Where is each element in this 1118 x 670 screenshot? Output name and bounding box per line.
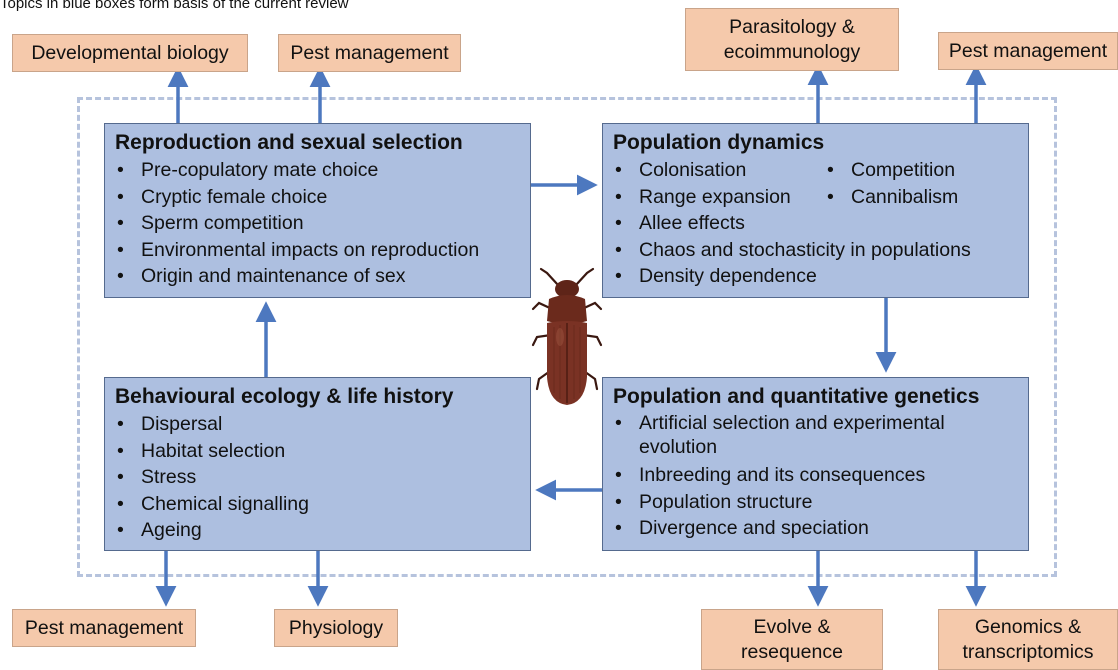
population-dynamics-column-left: Colonisation Range expansion [613, 157, 825, 210]
list-item: Range expansion [613, 184, 825, 211]
parasitology-ecoimmunology-box: Parasitology & ecoimmunology [685, 8, 899, 71]
list-item: Chemical signalling [115, 491, 520, 518]
list-item: Population structure [613, 489, 1018, 516]
list-item: Allee effects [613, 210, 1018, 237]
list-item: Chaos and stochasticity in populations [613, 237, 1018, 264]
list-item: Habitat selection [115, 438, 520, 465]
population-dynamics-topic-list: Allee effects Chaos and stochasticity in… [613, 210, 1018, 290]
reproduction-title: Reproduction and sexual selection [115, 130, 520, 156]
pest-management-top-left-box: Pest management [278, 34, 461, 72]
list-item: Divergence and speciation [613, 515, 1018, 542]
physiology-box: Physiology [274, 609, 398, 647]
beetle-illustration [527, 265, 607, 410]
population-genetics-box: Population and quantitative genetics Art… [602, 377, 1029, 551]
reproduction-topic-list: Pre-copulatory mate choice Cryptic femal… [115, 157, 520, 290]
list-item: Sperm competition [115, 210, 520, 237]
genetics-topic-list: Artificial selection and experimental ev… [613, 411, 1018, 542]
behavioural-topic-list: Dispersal Habitat selection Stress Chemi… [115, 411, 520, 544]
behavioural-ecology-title: Behavioural ecology & life history [115, 384, 520, 410]
population-dynamics-column-right: Competition Cannibalism [825, 157, 958, 210]
list-item: Stress [115, 464, 520, 491]
population-dynamics-box: Population dynamics Colonisation Range e… [602, 123, 1029, 298]
population-dynamics-columns: Colonisation Range expansion Competition… [613, 157, 1018, 210]
list-item: Ageing [115, 517, 520, 544]
list-item: Competition [825, 157, 958, 184]
population-dynamics-title: Population dynamics [613, 130, 1018, 156]
pest-management-bottom-box: Pest management [12, 609, 196, 647]
list-item: Inbreeding and its consequences [613, 462, 1018, 489]
behavioural-ecology-box: Behavioural ecology & life history Dispe… [104, 377, 531, 551]
evolve-resequence-box: Evolve & resequence [701, 609, 883, 670]
list-item: Colonisation [613, 157, 825, 184]
genomics-transcriptomics-box: Genomics & transcriptomics [938, 609, 1118, 670]
list-item: Cryptic female choice [115, 184, 520, 211]
list-item: Origin and maintenance of sex [115, 263, 520, 290]
list-item: Density dependence [613, 263, 1018, 290]
population-genetics-title: Population and quantitative genetics [613, 384, 1018, 410]
list-item: Environmental impacts on reproduction [115, 237, 520, 264]
list-item: Cannibalism [825, 184, 958, 211]
pest-management-top-right-box: Pest management [938, 32, 1118, 70]
reproduction-sexual-selection-box: Reproduction and sexual selection Pre-co… [104, 123, 531, 298]
developmental-biology-box: Developmental biology [12, 34, 248, 72]
list-item: Artificial selection and experimental ev… [613, 411, 1018, 459]
list-item: Pre-copulatory mate choice [115, 157, 520, 184]
list-item: Dispersal [115, 411, 520, 438]
